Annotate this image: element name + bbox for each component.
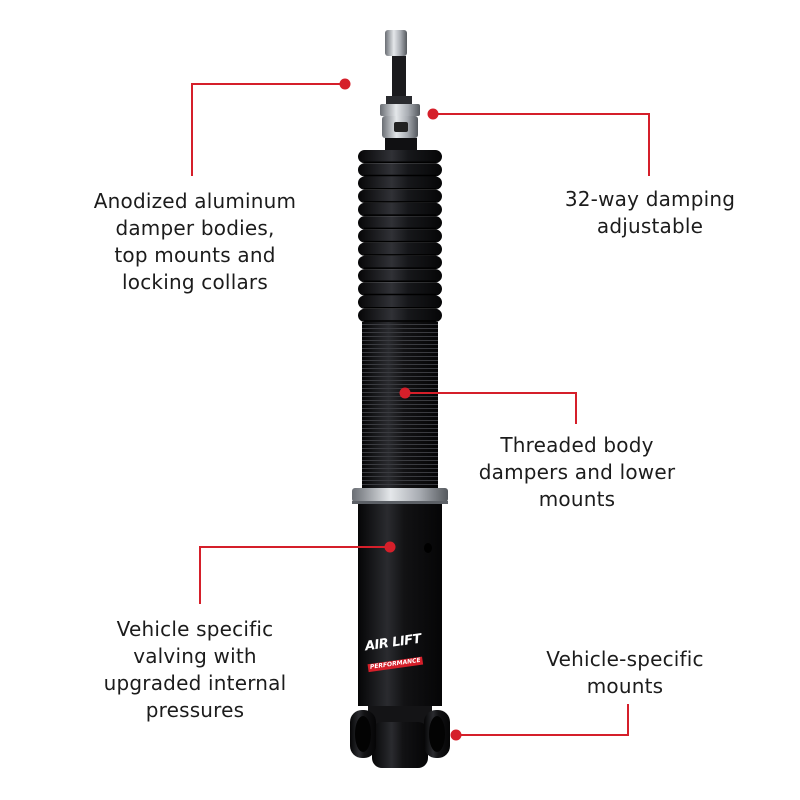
bellows-fold — [358, 150, 442, 164]
leader-damping — [433, 113, 650, 176]
bellows-fold — [358, 242, 442, 256]
lower-mount — [350, 706, 450, 768]
callout-dot — [450, 729, 462, 741]
air-lift-logo: AIR LIFT PERFORMANCE — [364, 632, 430, 673]
callout-line: Vehicle-specific — [546, 647, 704, 671]
callout-line: pressures — [145, 698, 245, 722]
callout-dot — [384, 541, 396, 553]
leader-lines — [191, 78, 650, 741]
bellows-fold — [358, 255, 442, 270]
callout-line: Anodized aluminum — [93, 189, 297, 213]
bellows-fold — [358, 308, 442, 322]
threaded-body — [362, 322, 438, 494]
bellows-fold — [358, 189, 442, 203]
callout-line: 32-way damping — [564, 187, 736, 211]
callout-line: Threaded body — [500, 433, 654, 457]
callout-line: valving with — [133, 644, 257, 668]
bellows-fold — [358, 229, 442, 243]
callout-line: dampers and lower — [478, 460, 676, 484]
bellows-fold — [358, 176, 442, 190]
callout-mounts: Vehicle-specific mounts — [520, 646, 730, 700]
locking-collar — [352, 488, 448, 504]
bellows-fold — [358, 282, 442, 296]
top-stud — [380, 30, 420, 152]
callout-dot — [339, 78, 351, 90]
callout-anodized: Anodized aluminum damper bodies, top mou… — [70, 188, 320, 296]
callout-valving: Vehicle specific valving with upgraded i… — [80, 616, 310, 724]
callout-line: upgraded internal — [103, 671, 287, 695]
callout-line: adjustable — [596, 214, 704, 238]
bellows-fold — [358, 202, 442, 217]
callout-line: damper bodies, — [115, 216, 275, 240]
leader-anodized — [191, 83, 345, 176]
bellows-fold — [358, 216, 442, 230]
callout-line: mounts — [586, 674, 664, 698]
callout-line: locking collars — [122, 270, 268, 294]
callout-dot — [399, 387, 411, 399]
bellows-fold — [358, 295, 442, 309]
callout-dot — [427, 108, 439, 120]
callout-line: top mounts and — [114, 243, 276, 267]
damper-tube — [358, 504, 442, 706]
bellows-boot — [358, 150, 442, 322]
leader-threaded — [405, 392, 577, 424]
callout-threaded: Threaded body dampers and lower mounts — [462, 432, 692, 513]
leader-valving — [199, 546, 390, 604]
leader-mounts — [456, 704, 629, 736]
callout-line: mounts — [538, 487, 616, 511]
callout-line: Vehicle specific — [116, 617, 274, 641]
callout-damping: 32-way damping adjustable — [540, 186, 760, 240]
bellows-fold — [358, 163, 442, 177]
bellows-fold — [358, 269, 442, 283]
